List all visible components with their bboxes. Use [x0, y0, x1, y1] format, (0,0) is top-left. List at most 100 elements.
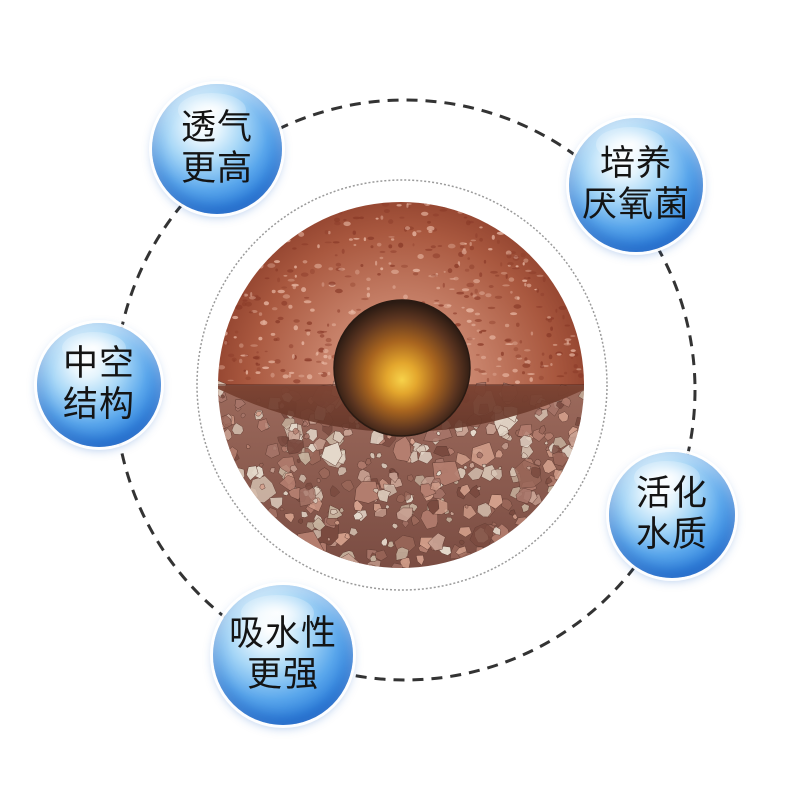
gravel-stone — [533, 565, 546, 568]
dome-pore — [276, 223, 279, 226]
dome-pore — [524, 359, 531, 365]
dome-pore — [292, 284, 296, 290]
dome-pore — [279, 224, 286, 228]
gravel-stone — [342, 428, 354, 437]
dome-pore — [492, 372, 497, 376]
dome-pore — [218, 309, 224, 314]
dome-pore — [323, 354, 328, 359]
gravel-stone — [564, 559, 578, 568]
dome-pore — [412, 231, 417, 237]
gravel-stone — [286, 538, 293, 547]
gravel-stone — [469, 558, 482, 568]
gravel-stone — [286, 438, 304, 455]
dome-pore — [227, 263, 233, 266]
gravel-stone — [558, 518, 566, 526]
dome-pore — [466, 220, 471, 226]
dome-pore — [447, 268, 453, 274]
dome-pore — [237, 225, 243, 230]
dome-pore — [569, 353, 575, 357]
dome-pore — [239, 272, 242, 277]
dome-pore — [502, 284, 510, 287]
gravel-stone — [305, 482, 314, 490]
badge-breathability: 透气 更高 — [152, 84, 282, 214]
dome-pore — [270, 372, 275, 378]
dome-pore — [526, 283, 532, 288]
dome-pore — [241, 294, 245, 297]
dome-pore — [517, 218, 520, 223]
gravel-stone — [329, 485, 341, 498]
gravel-stone — [255, 411, 262, 417]
dome-pore — [265, 237, 269, 241]
dome-pore — [225, 339, 228, 345]
dome-pore — [273, 338, 278, 342]
dome-pore — [404, 226, 411, 231]
gravel-stone — [510, 562, 516, 567]
gravel-stone — [523, 519, 534, 532]
dome-pore — [277, 277, 281, 283]
gravel-stone — [395, 546, 409, 561]
gravel-stone — [223, 548, 240, 566]
dome-pore — [479, 272, 483, 278]
dome-pore — [564, 324, 570, 327]
gravel-stone — [218, 543, 227, 557]
dome-pore — [245, 370, 249, 375]
gravel-stone — [543, 553, 552, 562]
dome-pore — [486, 377, 490, 383]
dome-pore — [443, 270, 446, 273]
dome-pore — [439, 197, 446, 200]
dome-pore — [248, 296, 256, 300]
dome-pore — [343, 221, 351, 227]
gravel-stone — [233, 485, 243, 495]
dome-pore — [218, 221, 219, 226]
dome-pore — [261, 216, 266, 218]
badge-water-absorption: 吸水性 更强 — [213, 585, 353, 725]
dome-pore — [287, 218, 291, 224]
dome-pore — [557, 212, 563, 217]
gravel-stone — [208, 469, 217, 478]
gravel-stone — [280, 567, 292, 568]
gravel-stone — [531, 528, 549, 547]
gravel-stone — [569, 522, 584, 540]
dome-pore — [566, 295, 571, 301]
core-frame-ring — [196, 179, 608, 591]
dome-pore — [256, 351, 259, 354]
gravel-stone — [514, 459, 542, 489]
dome-pore — [337, 309, 341, 313]
dome-pore — [226, 246, 230, 252]
gravel-stone — [577, 387, 584, 401]
dome-pore — [527, 277, 531, 280]
dome-pore — [235, 304, 243, 310]
dome-pore — [560, 199, 568, 201]
dome-pore — [283, 274, 288, 277]
badge-line-1: 中空 — [62, 344, 135, 384]
dome-pore — [291, 283, 299, 287]
gravel-stone — [534, 458, 542, 466]
dome-pore — [578, 373, 584, 378]
dome-pore — [277, 316, 284, 321]
gravel-stone — [369, 555, 378, 562]
dome-pore — [579, 310, 583, 315]
dome-pore — [528, 202, 535, 203]
dome-pore — [497, 357, 502, 361]
dome-pore — [223, 310, 228, 314]
gravel-stone — [273, 525, 280, 532]
gravel-stone — [301, 511, 309, 518]
gravel-stone — [521, 503, 530, 513]
dome-pore — [380, 215, 384, 220]
dome-pore — [227, 379, 234, 382]
dome-pore — [471, 323, 476, 327]
dome-pore — [483, 212, 492, 216]
dome-pore — [512, 255, 520, 261]
gravel-stone — [305, 550, 322, 563]
dome-pore — [551, 210, 557, 216]
dome-pore — [304, 296, 310, 299]
dome-pore — [281, 300, 288, 306]
gravel-stone — [225, 565, 232, 568]
dome-pore — [437, 245, 443, 247]
dome-pore — [348, 310, 356, 315]
dome-pore — [300, 272, 309, 277]
gravel-stone — [527, 548, 538, 561]
dome-pore — [277, 211, 282, 217]
gravel-stone — [280, 542, 287, 548]
